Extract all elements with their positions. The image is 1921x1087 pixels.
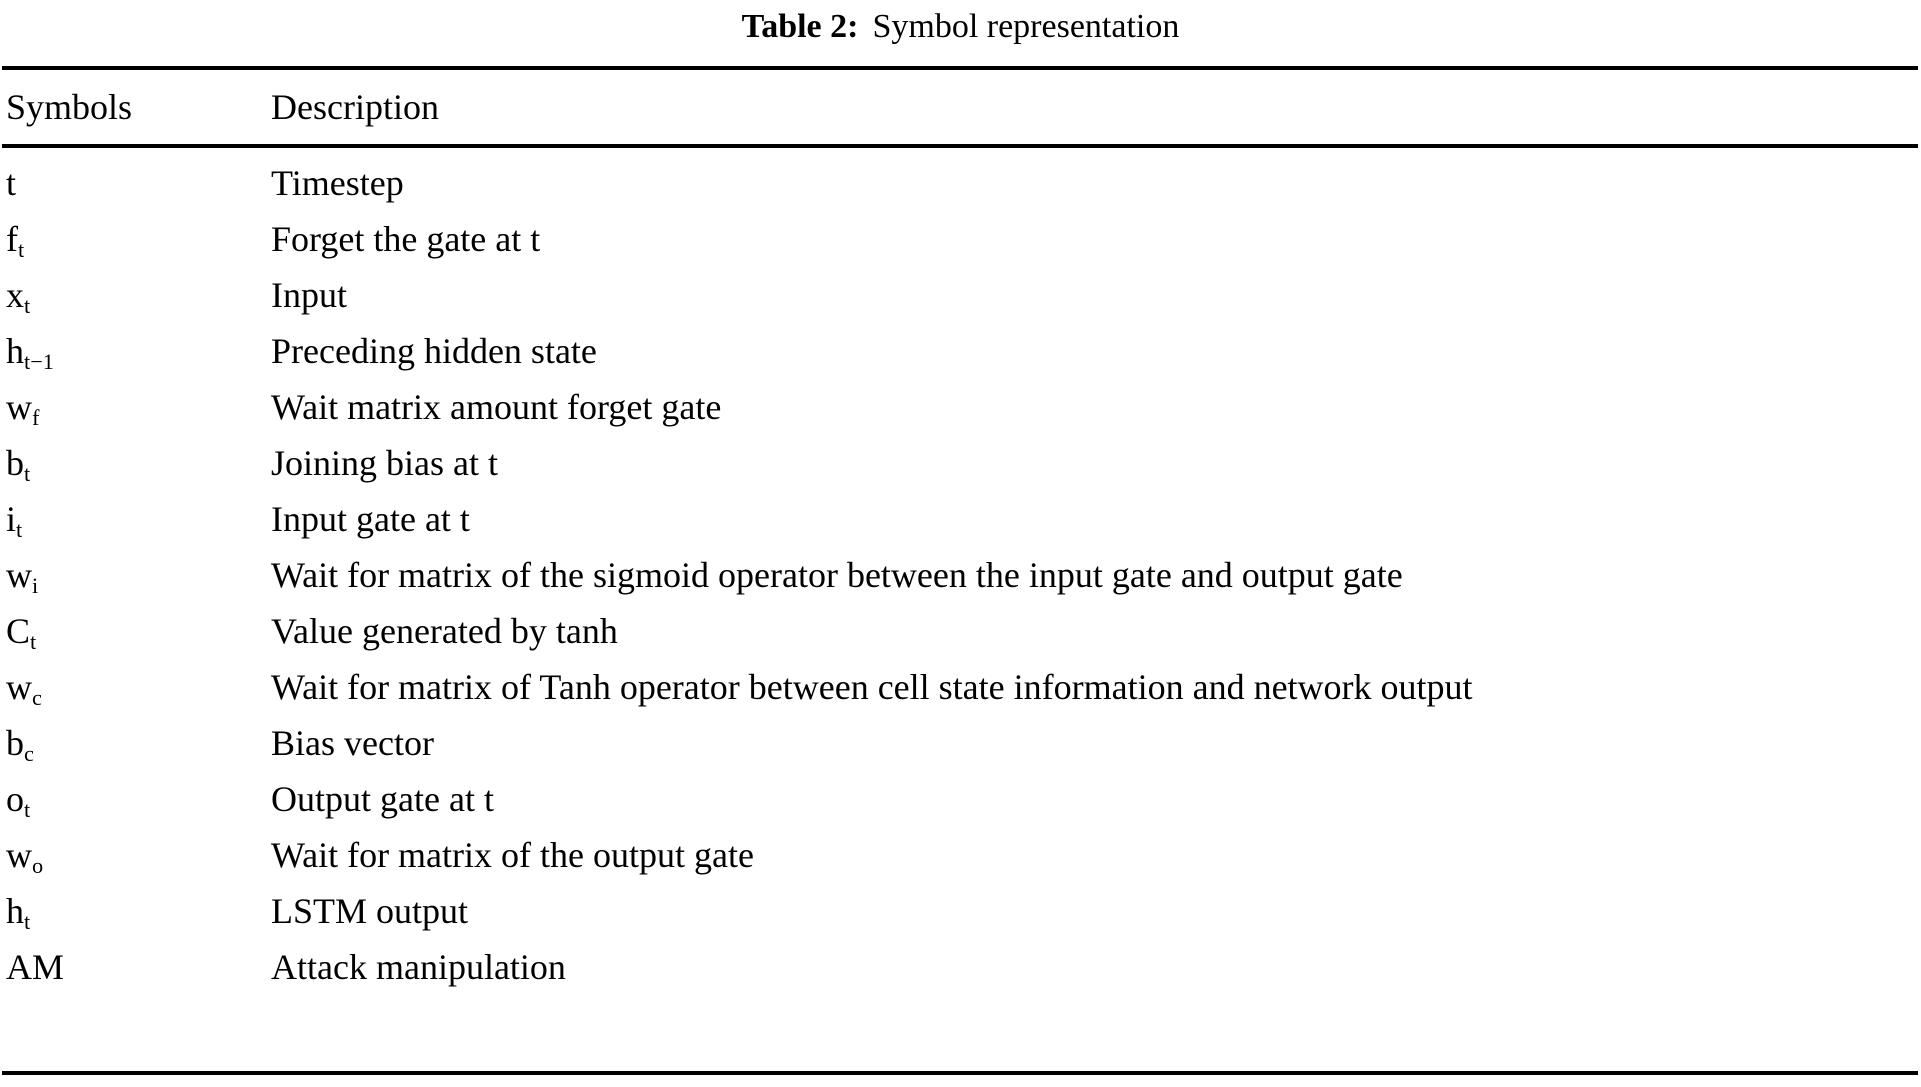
symbol-subscript: t [24, 797, 31, 823]
symbol-base: i [6, 499, 17, 539]
symbol-cell: wi [0, 550, 271, 606]
table-top-rule [2, 66, 1918, 70]
symbol-cell: wo [0, 830, 271, 886]
description-cell: Forget the gate at t [271, 219, 541, 259]
symbol-subscript: t−1 [24, 349, 54, 375]
symbol-cell: it [0, 494, 271, 550]
symbol-subscript: t [18, 237, 25, 263]
symbol-base: w [6, 835, 32, 875]
table-caption: Table 2: Symbol representation [0, 0, 1921, 54]
symbol-subscript: t [24, 293, 31, 319]
column-header-description: Description [271, 87, 439, 127]
symbol-subscript: t [24, 909, 31, 935]
symbol-subscript: i [32, 573, 39, 599]
symbol-cell: ht [0, 886, 271, 942]
description-cell: Output gate at t [271, 779, 494, 819]
table-header-rule [2, 144, 1918, 148]
symbol-cell: ot [0, 774, 271, 830]
table-row: AM Attack manipulation [0, 942, 1921, 998]
symbol-base: h [6, 891, 24, 931]
symbol-base: b [6, 723, 24, 763]
description-cell: Wait for matrix of the output gate [271, 835, 754, 875]
symbol-cell: ft [0, 214, 271, 270]
table-bottom-rule [2, 1071, 1918, 1075]
symbol-subscript: t [30, 629, 37, 655]
symbol-base: AM [6, 947, 65, 987]
description-cell: Attack manipulation [271, 947, 566, 987]
symbol-base: b [6, 443, 24, 483]
description-cell: Wait for matrix of Tanh operator between… [271, 667, 1473, 707]
description-cell: Joining bias at t [271, 443, 498, 483]
table-caption-label: Table 2: [741, 8, 859, 45]
symbol-base: w [6, 387, 32, 427]
description-cell: Bias vector [271, 723, 434, 763]
symbol-base: w [6, 667, 32, 707]
description-cell: Wait for matrix of the sigmoid operator … [271, 555, 1403, 595]
description-cell: Input gate at t [271, 499, 470, 539]
table-caption-text: Symbol representation [872, 8, 1180, 45]
symbol-cell: bc [0, 718, 271, 774]
column-header-symbols: Symbols [6, 87, 133, 127]
symbol-cell: Ct [0, 606, 271, 662]
description-cell: Value generated by tanh [271, 611, 618, 651]
symbol-base: w [6, 555, 32, 595]
description-cell: LSTM output [271, 891, 469, 931]
description-cell: Wait matrix amount forget gate [271, 387, 722, 427]
description-cell: Input [271, 275, 347, 315]
description-cell: Preceding hidden state [271, 331, 597, 371]
symbol-subscript: c [24, 741, 34, 767]
symbol-cell: bt [0, 438, 271, 494]
symbol-cell: t [0, 144, 271, 214]
table-header-row: Symbols Description [0, 70, 1921, 144]
table-row: t Timestep [0, 144, 1921, 214]
symbol-base: C [6, 611, 31, 651]
symbol-base: h [6, 331, 24, 371]
symbol-base: o [6, 779, 24, 819]
symbol-subscript: f [32, 405, 40, 431]
symbol-subscript: o [32, 853, 44, 879]
symbol-cell: xt [0, 270, 271, 326]
symbol-subscript: t [24, 461, 31, 487]
symbol-cell: wc [0, 662, 271, 718]
symbol-cell: ht−1 [0, 326, 271, 382]
description-cell: Timestep [271, 163, 404, 203]
symbol-cell: wf [0, 382, 271, 438]
symbol-base: t [6, 163, 17, 203]
symbol-base: x [6, 275, 24, 315]
symbol-cell: AM [0, 942, 271, 998]
symbol-subscript: t [16, 517, 23, 543]
symbol-subscript: c [32, 685, 42, 711]
symbol-base: f [6, 219, 18, 259]
